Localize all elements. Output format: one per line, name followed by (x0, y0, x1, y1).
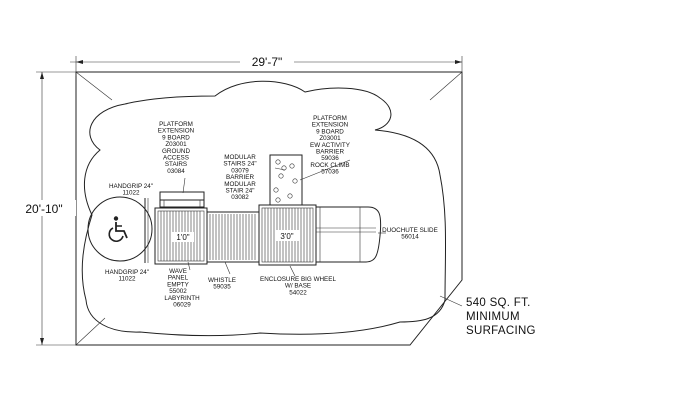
label-line: PLATFORM (159, 121, 193, 128)
label-line: WAVE (169, 268, 187, 275)
height-dimension-text: 20'-10" (25, 202, 62, 216)
label-line: W/ BASE (285, 283, 311, 290)
climb-hold (289, 163, 295, 169)
surfacing-area-outline (81, 80, 447, 337)
label-line: 11022 (122, 190, 140, 197)
label-line: EW ACTIVITY (310, 142, 351, 149)
climb-hold (292, 178, 298, 184)
deck-right-height: 3'0" (280, 232, 293, 241)
label-line: STAIR 24" (225, 188, 254, 195)
label-line: EXTENSION (158, 128, 195, 135)
height-dimension: 20'-10" (16, 71, 80, 346)
label-line: ACCESS (163, 155, 189, 162)
duochute-slide (315, 206, 382, 263)
label-line: 06029 (173, 302, 191, 309)
label-line: 59035 (213, 284, 231, 291)
label-line: 57036 (321, 169, 339, 176)
label-line: 11022 (118, 276, 136, 283)
label-line: EXTENSION (312, 122, 349, 129)
label-line: Z03001 (319, 135, 341, 142)
label-line: SURFACING (466, 325, 536, 337)
label-line: MODULAR (224, 154, 256, 161)
label-line: HANDGRIP 24" (109, 183, 153, 190)
label-line: GROUND (162, 148, 190, 155)
label-line: ROCK CLIMB (310, 162, 349, 169)
climb-hold (281, 165, 287, 171)
label-line: STAIRS 24" (223, 161, 256, 168)
site-boundary (75, 71, 463, 346)
label-line: 9 BOARD (162, 134, 190, 141)
label-handgrip-top: HANDGRIP 24"11022 (109, 183, 153, 197)
climb-hold (287, 193, 293, 199)
label-line: 03082 (231, 194, 249, 201)
label-line: 54022 (289, 289, 307, 296)
label-line: DUOCHUTE SLIDE (382, 227, 438, 234)
label-line: PLATFORM (313, 115, 347, 122)
label-line: Z03001 (165, 141, 187, 148)
label-line: 9 BOARD (316, 128, 344, 135)
label-line: MODULAR (224, 181, 256, 188)
deck-right: 3'0" (258, 204, 317, 266)
label-handgrip-bottom: HANDGRIP 24"11022 (105, 269, 149, 283)
climb-hold (275, 197, 281, 203)
width-dimension: 29'-7" (70, 52, 463, 76)
climb-hold (275, 159, 281, 165)
label-line: WHISTLE (208, 277, 236, 284)
surfacing-note: 540 SQ. FT. MINIMUM SURFACING (466, 297, 536, 337)
climb-hold (278, 173, 284, 179)
climb-hold (273, 187, 279, 193)
label-line: EMPTY (167, 281, 189, 288)
label-line: MINIMUM (466, 311, 520, 323)
width-dimension-text: 29'-7" (252, 55, 283, 69)
label-line: PANEL (168, 275, 189, 282)
label-line: ENCLOSURE BIG WHEEL (260, 276, 336, 283)
label-line: BARRIER (226, 174, 254, 181)
label-line: 540 SQ. FT. (466, 297, 531, 309)
label-line: 55002 (169, 288, 187, 295)
label-line: 03079 (231, 167, 249, 174)
label-line: LABYRINTH (164, 295, 200, 302)
label-line: 59036 (321, 155, 339, 162)
modular-stairs-section (206, 211, 260, 263)
label-line: STAIRS (165, 161, 187, 168)
label-line: BARRIER (316, 149, 344, 156)
deck-left-height: 1'0" (176, 233, 189, 242)
rock-climb-panel (269, 154, 303, 206)
accessibility-circle (87, 196, 153, 262)
label-line: HANDGRIP 24" (105, 269, 149, 276)
deck-left: 1'0" (154, 207, 208, 265)
label-line: 56014 (401, 234, 419, 241)
ground-access-stairs (159, 191, 205, 209)
wheelchair-icon (108, 216, 128, 242)
label-line: 03084 (167, 168, 185, 175)
